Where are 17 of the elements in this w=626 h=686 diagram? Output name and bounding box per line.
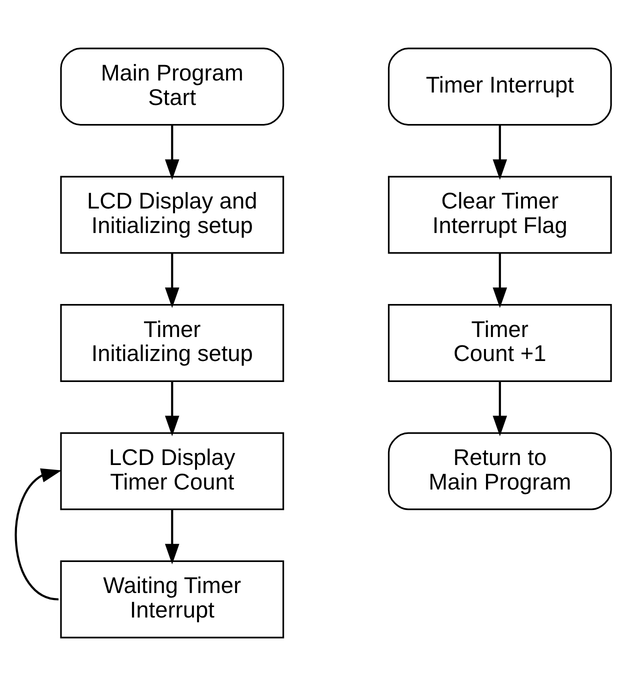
node-box: Timer Count +1 xyxy=(388,304,612,382)
node-box: Waiting Timer Interrupt xyxy=(60,560,284,638)
arrow xyxy=(164,125,180,180)
arrow xyxy=(14,468,62,600)
arrow xyxy=(492,381,508,436)
node-box: Return to Main Program xyxy=(388,432,612,510)
node-box: LCD Display and Initializing setup xyxy=(60,176,284,254)
node-box: Timer Initializing setup xyxy=(60,304,284,382)
node-box: Main Program Start xyxy=(60,48,284,126)
node-box: Clear Timer Interrupt Flag xyxy=(388,176,612,254)
arrow xyxy=(164,253,180,308)
arrow xyxy=(164,381,180,436)
arrow xyxy=(492,125,508,180)
node-box: Timer Interrupt xyxy=(388,48,612,126)
arrow xyxy=(164,510,180,564)
arrow xyxy=(492,253,508,308)
node-box: LCD Display Timer Count xyxy=(60,432,284,510)
